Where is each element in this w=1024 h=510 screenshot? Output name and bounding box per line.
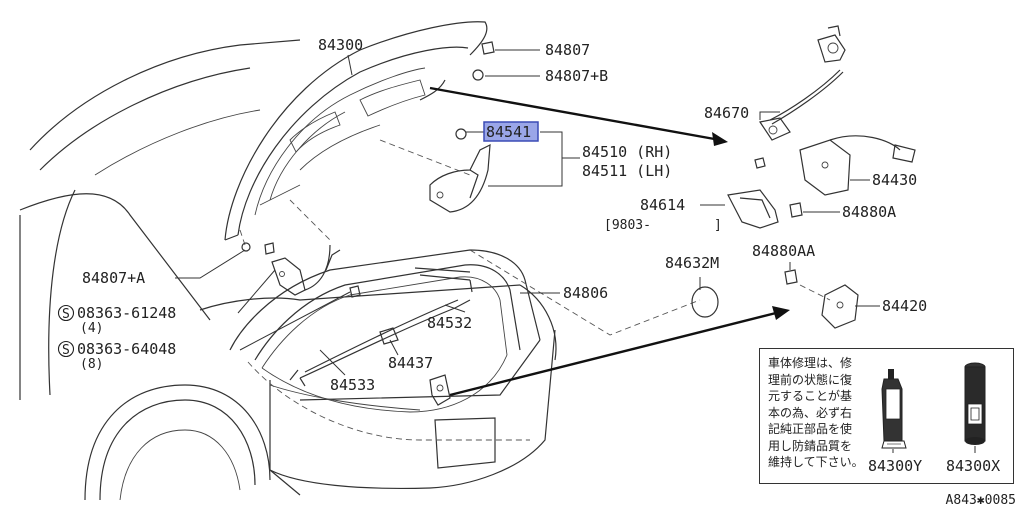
- label-lock-assembly[interactable]: 84670: [704, 104, 749, 122]
- spray-can-icon: [964, 362, 986, 445]
- label-bolt-2-qty: (8): [80, 357, 103, 372]
- sealant-tube-icon: [881, 369, 907, 449]
- label-bolt-1[interactable]: 08363-61248: [77, 304, 176, 322]
- label-bumper-rubber[interactable]: 84807: [545, 41, 590, 59]
- car-body-drawing: [19, 39, 557, 501]
- trunk-opening-drawing: [229, 249, 701, 441]
- label-clip[interactable]: 84437: [388, 354, 433, 372]
- label-plug[interactable]: 84632M: [665, 254, 719, 272]
- label-bumper-rubber-b[interactable]: 84807+B: [545, 67, 608, 85]
- label-striker-lower[interactable]: 84420: [882, 297, 927, 315]
- part-labels: 84300 84807 84807+B 84541 84510 (RH) 845…: [57, 36, 927, 394]
- label-hinge-rh[interactable]: 84510 (RH): [582, 143, 672, 161]
- label-bolt-1-qty: (4): [80, 321, 103, 336]
- label-touchup-spray[interactable]: 84300X: [946, 457, 1000, 475]
- trunk-lid-drawing: [224, 21, 488, 246]
- leader-lines: [175, 49, 880, 376]
- bumper-rubber-drawing: [241, 41, 495, 252]
- label-selected-part[interactable]: 84541: [486, 123, 531, 141]
- repair-note-box: 車体修理は、修 理前の状態に復 元することが基 本の為、必ず右 記純正部品を使 …: [759, 348, 1014, 484]
- label-striker[interactable]: 84430: [872, 171, 917, 189]
- pointer-arrows: [429, 86, 790, 397]
- label-trunk-lid[interactable]: 84300: [318, 36, 363, 54]
- label-hinge-lh[interactable]: 84511 (LH): [582, 162, 672, 180]
- label-weatherstrip[interactable]: 84806: [563, 284, 608, 302]
- label-bolt-2[interactable]: 08363-64048: [77, 340, 176, 358]
- label-cover-date: [9803-: [604, 218, 651, 233]
- screw-symbol-1: S: [62, 307, 70, 322]
- label-cover-date-end: ]: [714, 218, 722, 233]
- lock-assembly-drawing: [691, 25, 916, 329]
- label-sealant[interactable]: 84300Y: [868, 457, 922, 475]
- label-torsion-bar-2[interactable]: 84533: [330, 376, 375, 394]
- hinge-drawing: [264, 143, 491, 298]
- label-screw-a[interactable]: 84880A: [842, 203, 896, 221]
- note-illustrations: 84300Y 84300X: [868, 362, 1000, 475]
- screw-symbol-2: S: [62, 343, 70, 358]
- selected-part-highlight: [483, 121, 539, 142]
- repair-note-text: 車体修理は、修 理前の状態に復 元することが基 本の為、必ず右 記純正部品を使 …: [768, 356, 864, 469]
- label-screw-aa[interactable]: 84880AA: [752, 242, 815, 260]
- label-cover[interactable]: 84614: [640, 196, 685, 214]
- screw-symbol-icon: [57, 304, 75, 322]
- label-torsion-bar-1[interactable]: 84532: [427, 314, 472, 332]
- figure-code: A843✱0085: [945, 493, 1016, 508]
- label-bumper-rubber-a[interactable]: 84807+A: [82, 269, 145, 287]
- screw-symbol-icon: [57, 340, 75, 358]
